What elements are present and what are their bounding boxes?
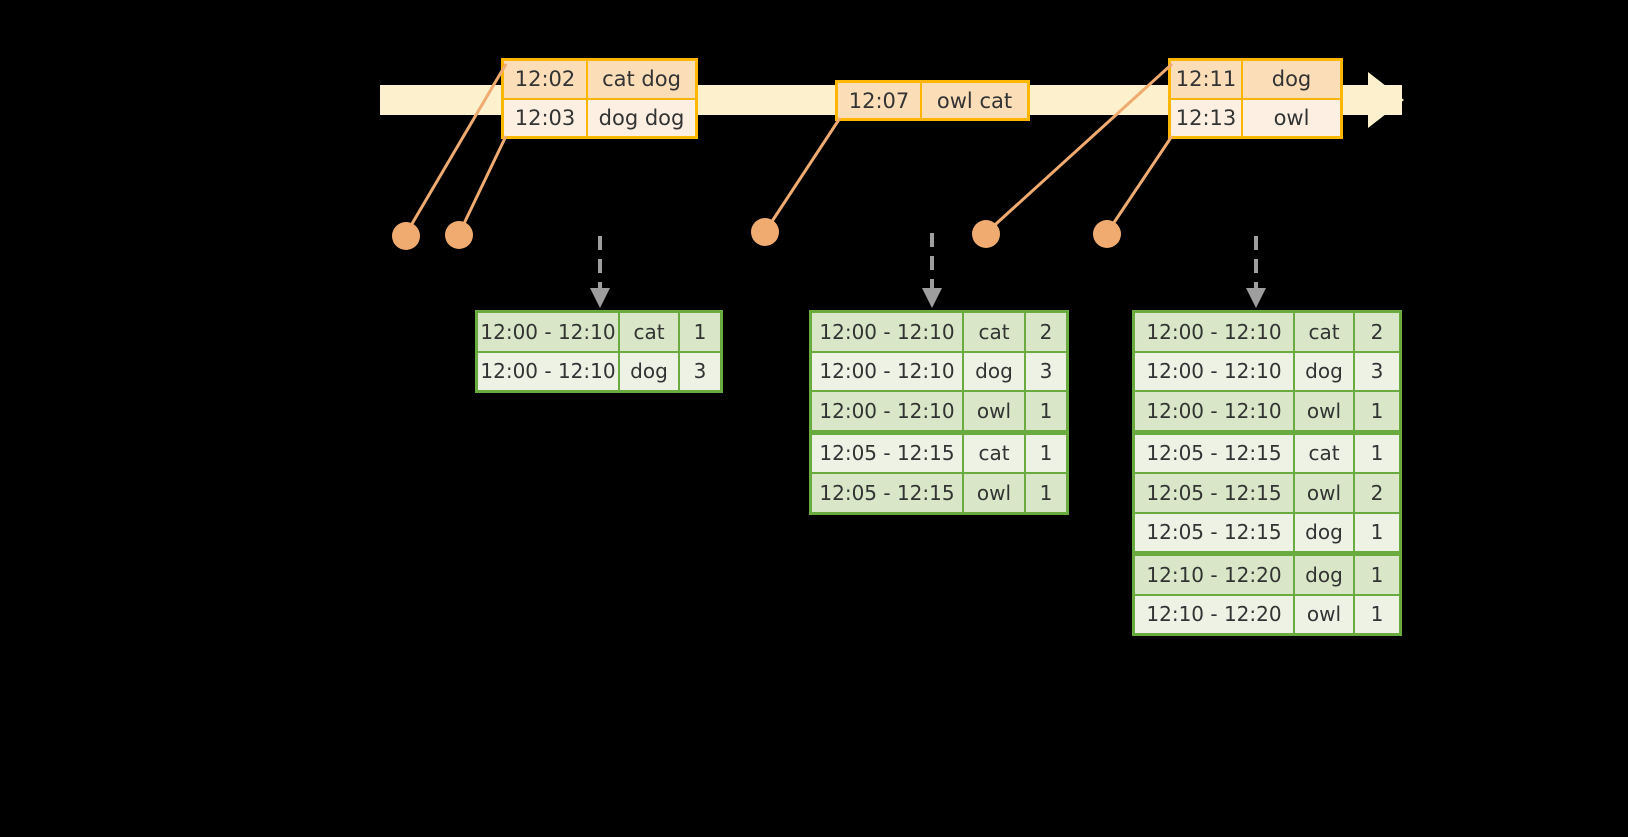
event-box-group-2[interactable]: 12:07 owl cat bbox=[835, 80, 1030, 121]
cell-count: 1 bbox=[1026, 434, 1066, 472]
cell-window: 12:10 - 12:20 bbox=[1135, 595, 1293, 633]
cell-count: 1 bbox=[1355, 556, 1399, 594]
cell-count: 1 bbox=[1026, 392, 1066, 430]
cell-word: dog bbox=[1295, 352, 1353, 390]
cell-window: 12:00 - 12:10 bbox=[1135, 352, 1293, 390]
cell-count: 1 bbox=[1355, 595, 1399, 633]
cell-count: 2 bbox=[1026, 313, 1066, 351]
event-time: 12:13 bbox=[1171, 99, 1243, 136]
cell-window: 12:05 - 12:15 bbox=[812, 434, 962, 472]
cell-word: dog bbox=[1295, 513, 1353, 551]
event-time: 12:07 bbox=[838, 83, 922, 118]
cell-word: owl bbox=[964, 474, 1024, 512]
event-row[interactable]: 12:02 cat dog bbox=[504, 61, 695, 98]
cell-count: 3 bbox=[680, 352, 720, 390]
cell-word: cat bbox=[964, 434, 1024, 472]
event-words: owl bbox=[1243, 99, 1340, 136]
connector-dot bbox=[392, 222, 420, 250]
emit-arrow-head-2 bbox=[922, 288, 942, 308]
event-row[interactable]: 12:07 owl cat bbox=[838, 83, 1027, 118]
cell-window: 12:00 - 12:10 bbox=[1135, 392, 1293, 430]
cell-word: owl bbox=[964, 392, 1024, 430]
cell-word: cat bbox=[620, 313, 678, 351]
cell-window: 12:05 - 12:15 bbox=[1135, 513, 1293, 551]
cell-window: 12:00 - 12:10 bbox=[812, 313, 962, 351]
cell-word: dog bbox=[1295, 556, 1353, 594]
emit-arrow-head-3 bbox=[1246, 288, 1266, 308]
cell-word: owl bbox=[1295, 474, 1353, 512]
cell-word: dog bbox=[620, 352, 678, 390]
cell-word: cat bbox=[1295, 313, 1353, 351]
connector-line-3 bbox=[763, 117, 842, 233]
cell-window: 12:00 - 12:10 bbox=[812, 392, 962, 430]
connector-dot bbox=[972, 220, 1000, 248]
event-box-group-3[interactable]: 12:11 dog 12:13 owl bbox=[1168, 58, 1343, 139]
cell-window: 12:00 - 12:10 bbox=[478, 352, 618, 390]
event-words: owl cat bbox=[922, 83, 1027, 118]
cell-count: 1 bbox=[1026, 474, 1066, 512]
cell-word: owl bbox=[1295, 595, 1353, 633]
cell-count: 1 bbox=[1355, 513, 1399, 551]
emit-arrow-head-1 bbox=[590, 288, 610, 308]
connector-dot bbox=[751, 218, 779, 246]
event-time: 12:11 bbox=[1171, 61, 1243, 98]
cell-word: owl bbox=[1295, 392, 1353, 430]
event-words: dog dog bbox=[588, 99, 695, 136]
cell-window: 12:05 - 12:15 bbox=[1135, 474, 1293, 512]
event-row[interactable]: 12:13 owl bbox=[1171, 97, 1340, 136]
cell-window: 12:05 - 12:15 bbox=[1135, 434, 1293, 472]
cell-window: 12:00 - 12:10 bbox=[478, 313, 618, 351]
cell-word: cat bbox=[964, 313, 1024, 351]
event-time: 12:02 bbox=[504, 61, 588, 98]
cell-count: 2 bbox=[1355, 313, 1399, 351]
connector-line-2 bbox=[457, 135, 508, 235]
cell-word: dog bbox=[964, 352, 1024, 390]
cell-window: 12:00 - 12:10 bbox=[1135, 313, 1293, 351]
cell-window: 12:10 - 12:20 bbox=[1135, 556, 1293, 594]
cell-word: cat bbox=[1295, 434, 1353, 472]
cell-window: 12:00 - 12:10 bbox=[812, 352, 962, 390]
cell-count: 3 bbox=[1355, 352, 1399, 390]
event-words: cat dog bbox=[588, 61, 695, 98]
cell-window: 12:05 - 12:15 bbox=[812, 474, 962, 512]
event-row[interactable]: 12:03 dog dog bbox=[504, 97, 695, 136]
event-words: dog bbox=[1243, 61, 1340, 98]
timeline-arrowhead bbox=[1368, 72, 1404, 128]
connector-dot bbox=[445, 221, 473, 249]
cell-count: 3 bbox=[1026, 352, 1066, 390]
connector-line-5 bbox=[1105, 135, 1174, 234]
cell-count: 1 bbox=[680, 313, 720, 351]
event-row[interactable]: 12:11 dog bbox=[1171, 61, 1340, 98]
connector-dot bbox=[1093, 220, 1121, 248]
cell-count: 1 bbox=[1355, 392, 1399, 430]
event-box-group-1[interactable]: 12:02 cat dog 12:03 dog dog bbox=[501, 58, 698, 139]
cell-count: 2 bbox=[1355, 474, 1399, 512]
event-time: 12:03 bbox=[504, 99, 588, 136]
cell-count: 1 bbox=[1355, 434, 1399, 472]
